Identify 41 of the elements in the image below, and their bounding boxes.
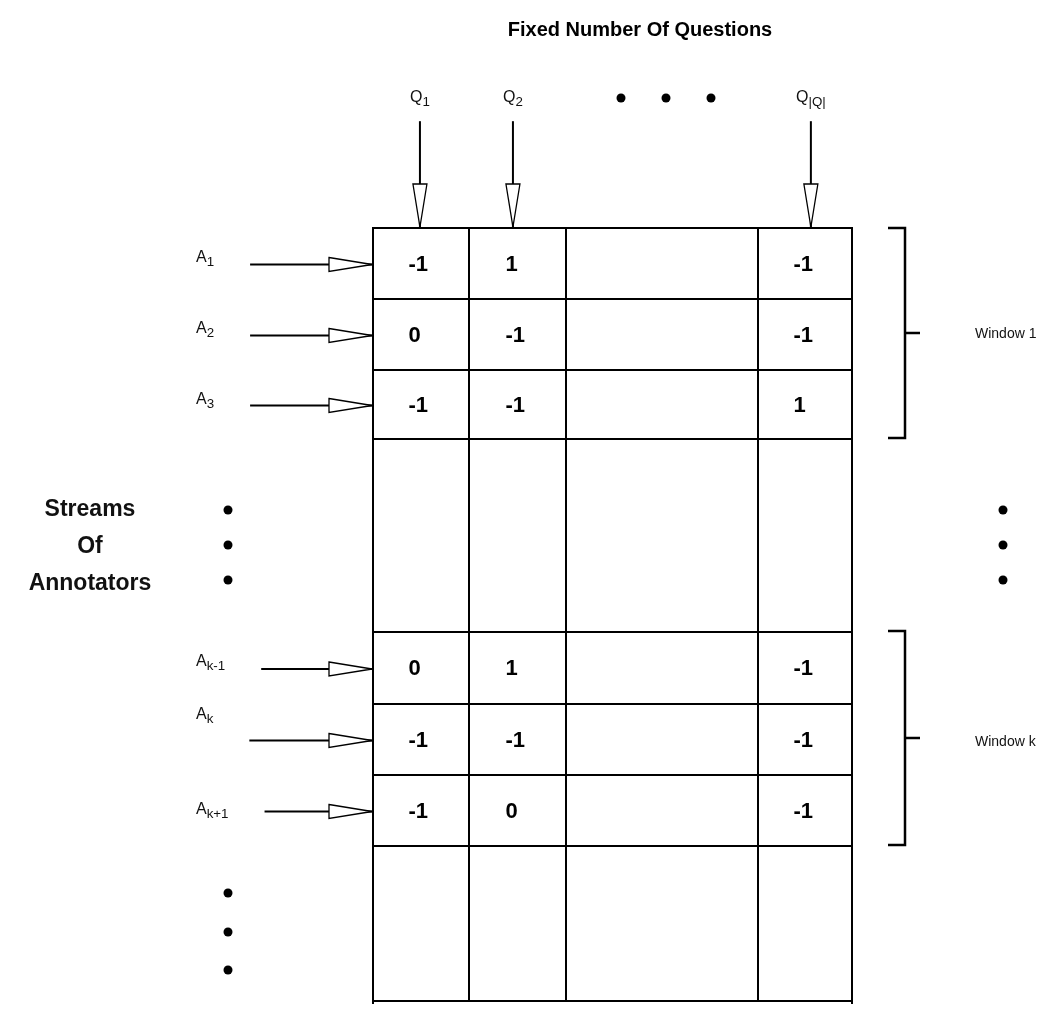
matrix-value: -1 [793,797,814,824]
matrix-value: -1 [793,321,814,348]
matrix-value: -1 [505,726,526,753]
block-arrow [260,661,373,677]
matrix-value: 1 [505,250,518,277]
block-arrow [249,256,373,273]
annotator-label: A$_{1}$ [196,248,215,270]
block-arrow [505,120,521,228]
matrix-value: 0 [505,797,518,824]
window-label: Window k [975,733,1036,749]
matrix-value: -1 [408,726,429,753]
window-label: Window 1 [975,325,1037,341]
title: Fixed Number Of Questions [506,18,774,41]
matrix-value: -1 [408,250,429,277]
matrix-value: -1 [793,655,814,681]
annotator-label: A$_{k}$ [196,705,214,727]
matrix-value: 1 [505,655,518,681]
question-label: Q$_{|Q|}$ [796,88,826,110]
block-arrow [803,120,819,228]
matrix-value: -1 [505,321,526,348]
block-arrow [248,732,373,749]
matrix-value: -1 [408,391,429,418]
matrix-value: -1 [408,797,429,824]
annotator-label: A$_{3}$ [196,390,215,412]
annotator-label: A$_{2}$ [196,319,215,341]
matrix-value: 0 [408,655,421,681]
annotator-label: A$_{k-1}$ [196,652,226,674]
axis-title: Streams Of Annotators [27,494,153,597]
question-label: Q$_{1}$ [410,88,430,110]
matrix-value: -1 [793,250,814,277]
question-label: Q$_{2}$ [503,88,523,110]
matrix-value: -1 [505,391,526,418]
matrix-value: -1 [793,726,814,753]
block-arrow [412,120,428,228]
matrix-value: 1 [793,391,806,418]
block-arrow [263,803,373,820]
block-arrow [249,327,373,344]
annotator-label: A$_{k+1}$ [196,800,229,822]
block-arrow [249,397,373,414]
matrix-grid [372,227,853,1004]
matrix-value: 0 [408,321,421,348]
